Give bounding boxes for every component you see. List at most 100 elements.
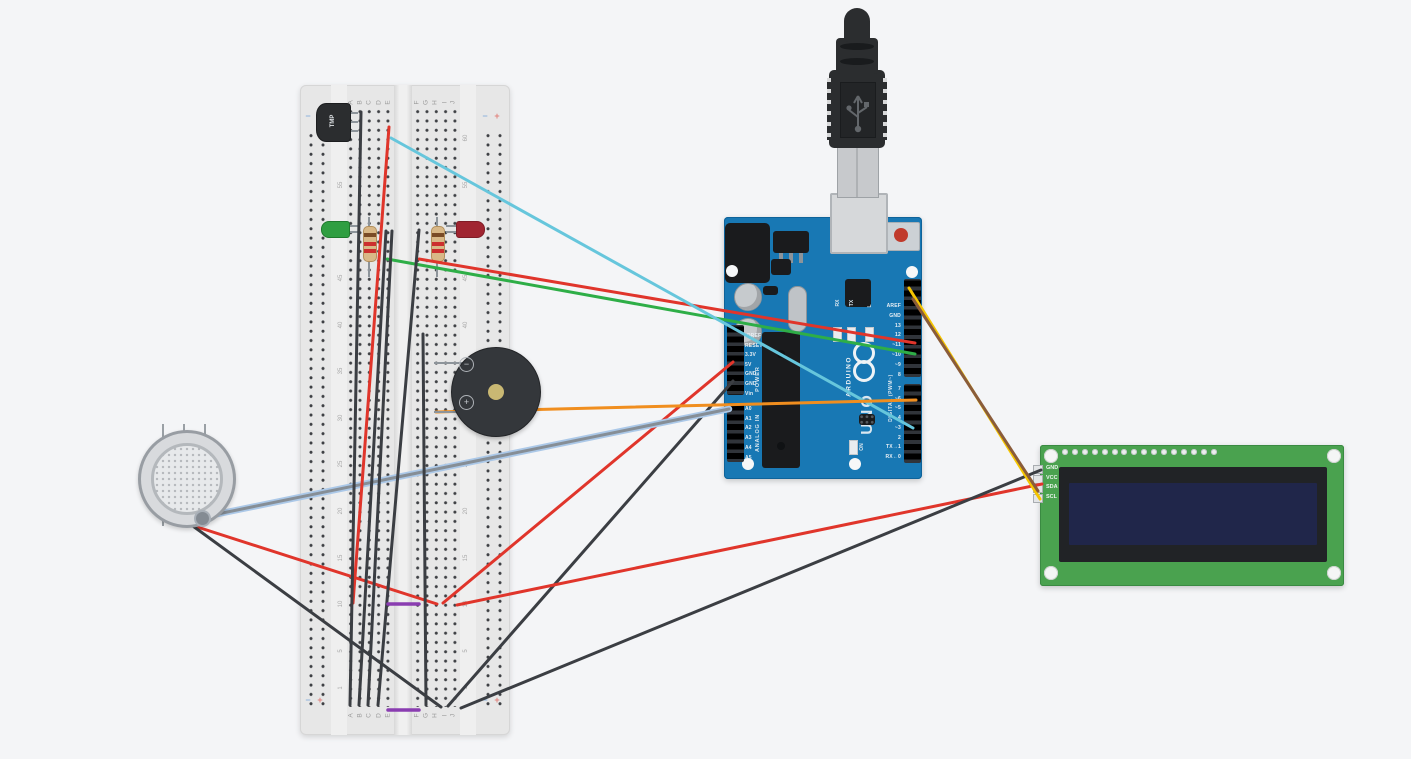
piezo-buzzer[interactable]: − + [451,347,541,437]
breadboard-holes-f-j [412,107,460,707]
wire-scl-yellow[interactable] [907,286,1042,501]
lcd-pin-label: SCL [1046,494,1057,501]
buzzer-minus-terminal: − [459,357,474,372]
mounting-hole [742,458,754,470]
rail-minus-label: − [482,111,488,121]
lcd-header-hole [1091,449,1098,455]
lcd-pin-pad[interactable] [1033,465,1043,474]
mcu-notch [777,350,785,358]
voltage-regulator [773,231,809,253]
breadboard-row-number: 20 [338,507,344,515]
lcd-header-hole [1161,449,1167,455]
analog-header[interactable] [727,403,744,462]
arduino-pin-label: 2 [898,434,901,441]
rail-minus-label: − [305,695,311,705]
arduino-pin-label: GND [745,381,757,387]
arduino-pin-label: 5V [745,361,752,368]
usb-port [830,193,888,254]
breadboard-column-letter: F [413,100,421,105]
mounting-hole [906,266,918,278]
rail-plus-label: + [494,111,500,121]
on-led [849,440,858,455]
tmp36-label: TMP [330,114,336,128]
breadboard-row-number: 55 [338,181,344,189]
wire-sda-brown[interactable] [911,297,1040,493]
tmp36-temperature-sensor[interactable]: TMP [316,103,351,142]
breadboard-rail-holes-left [305,131,330,707]
resistor-band [432,242,444,246]
arduino-pin-label: 3.3V [745,352,757,359]
wire-lcd-gnd-black[interactable] [459,468,1043,710]
resistor-2[interactable] [431,226,445,262]
rail-minus-label: − [482,695,488,705]
breadboard-column-letter: G [422,99,430,106]
gas-sensor-mesh [151,443,223,515]
arduino-pin-label: RX←0 [885,453,901,460]
rx-label: RX [835,299,841,307]
gas-sensor[interactable] [138,430,236,528]
lcd-header-hole [1190,449,1197,455]
arduino-pin-label: TX→1 [886,444,901,451]
arduino-pin-label: A0 [745,406,752,412]
lcd-pin-pad[interactable] [1033,474,1043,484]
red-led[interactable] [456,221,485,238]
rail-plus-label: + [317,695,323,705]
resistor-1[interactable] [363,226,377,262]
lcd-header-hole [1210,449,1217,455]
arduino-pin-label: GND [889,312,901,319]
tx-led [847,327,856,342]
usb-collar-ridge [840,58,874,65]
lcd-mounting-hole [1044,566,1058,580]
breadboard-row-number: 1 [338,686,344,690]
breadboard-column-letter: H [431,713,439,718]
lcd-pin-label: SDA [1046,484,1058,491]
arduino-pin-label: 8 [898,371,901,378]
resistor-band [364,242,376,246]
arduino-pin-label: ~11 [892,342,901,349]
resistor-band [432,233,444,237]
arduino-pin-label: ~10 [891,352,901,358]
gas-sensor-pin [162,424,164,438]
arduino-pin-label: 7 [898,386,901,392]
green-led[interactable] [321,221,350,238]
breadboard-column-letter: H [431,100,439,105]
breadboard-row-number: 40 [463,321,469,328]
reset-button[interactable] [894,228,908,242]
breadboard-column-letter: I [441,101,449,104]
breadboard-column-letter: B [356,100,364,105]
breadboard-column-letter: A [347,713,355,718]
lcd-header-hole [1141,449,1148,455]
breadboard-column-letter: D [375,100,383,105]
power-header[interactable] [727,325,744,395]
buzzer-plus-terminal: + [459,395,474,410]
lcd-header-hole [1081,449,1088,455]
arduino-pin-label: RESET [745,342,763,349]
rx-led [833,327,842,342]
arduino-uno-board[interactable]: POWER ANALOG IN DIGITAL (PWM~) ARDUINO U… [724,217,922,479]
arduino-pin-label: ~3 [894,424,901,431]
buzzer-center [488,384,504,400]
breadboard-row-number: 15 [338,554,344,561]
wire-lcd-vcc-red[interactable] [455,482,1044,607]
arduino-pin-label: ~6 [894,395,901,402]
lcd-pin-pad[interactable] [1033,494,1043,504]
arduino-pin-label: 13 [895,322,901,329]
lcd-pin-pad[interactable] [1033,484,1043,494]
breadboard-row-number: 60 [463,134,469,142]
digital-header-bottom[interactable] [904,384,921,463]
breadboard-column-letter: C [365,713,373,718]
usb-plug-collar [836,38,878,74]
wire-connector-dot[interactable] [194,510,211,527]
analog-section-label: ANALOG IN [755,413,761,453]
breadboard-column-letter: G [422,712,430,719]
mounting-hole [726,265,738,277]
arduino-pin-label: 12 [895,332,901,339]
digital-header-top[interactable] [904,279,921,377]
resistor-band [364,249,376,253]
arduino-pin-label: A2 [745,425,752,432]
lcd-header-hole [1071,449,1078,455]
breadboard-row-number: 30 [338,414,344,422]
